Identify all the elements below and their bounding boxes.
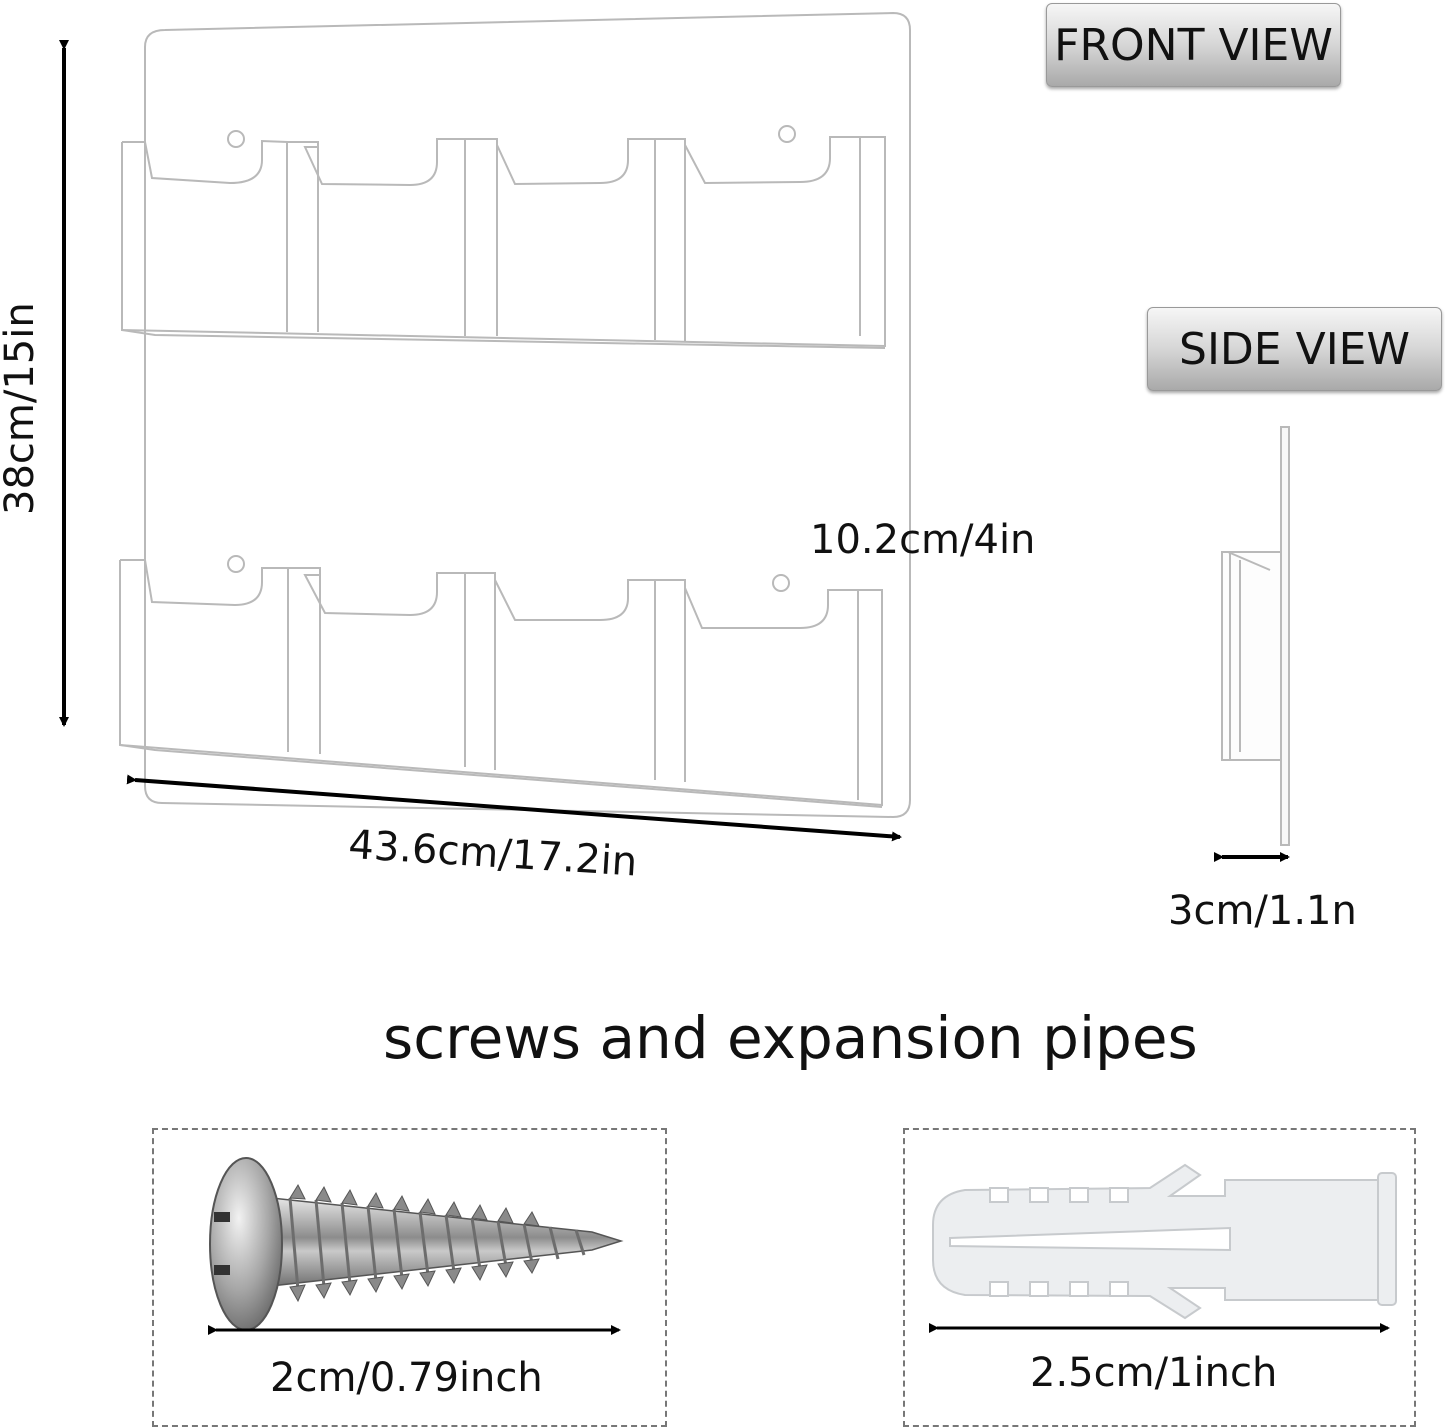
front-view-label: FRONT VIEW bbox=[1046, 3, 1341, 87]
screw-length-label: 2cm/0.79inch bbox=[270, 1355, 543, 1401]
anchor-panel bbox=[903, 1128, 1416, 1427]
anchor-length-label: 2.5cm/1inch bbox=[1030, 1350, 1278, 1396]
pocket-width-dimension-label: 10.2cm/4in bbox=[810, 517, 1036, 563]
pocket-row-top bbox=[121, 125, 886, 349]
width-arrow bbox=[126, 774, 902, 842]
screw-panel bbox=[152, 1128, 667, 1427]
pocket-row-bottom bbox=[119, 555, 883, 808]
expansion-anchor-icon bbox=[932, 1163, 1397, 1320]
depth-dimension-label: 3cm/1.1n bbox=[1168, 888, 1357, 934]
screw-icon bbox=[209, 1157, 624, 1331]
height-dimension-label: 38cm/15in bbox=[0, 302, 43, 515]
side-view-label: SIDE VIEW bbox=[1147, 307, 1442, 391]
front-view-holder bbox=[119, 11, 911, 819]
side-view-holder bbox=[1221, 426, 1290, 846]
accessories-title: screws and expansion pipes bbox=[383, 1004, 1198, 1072]
